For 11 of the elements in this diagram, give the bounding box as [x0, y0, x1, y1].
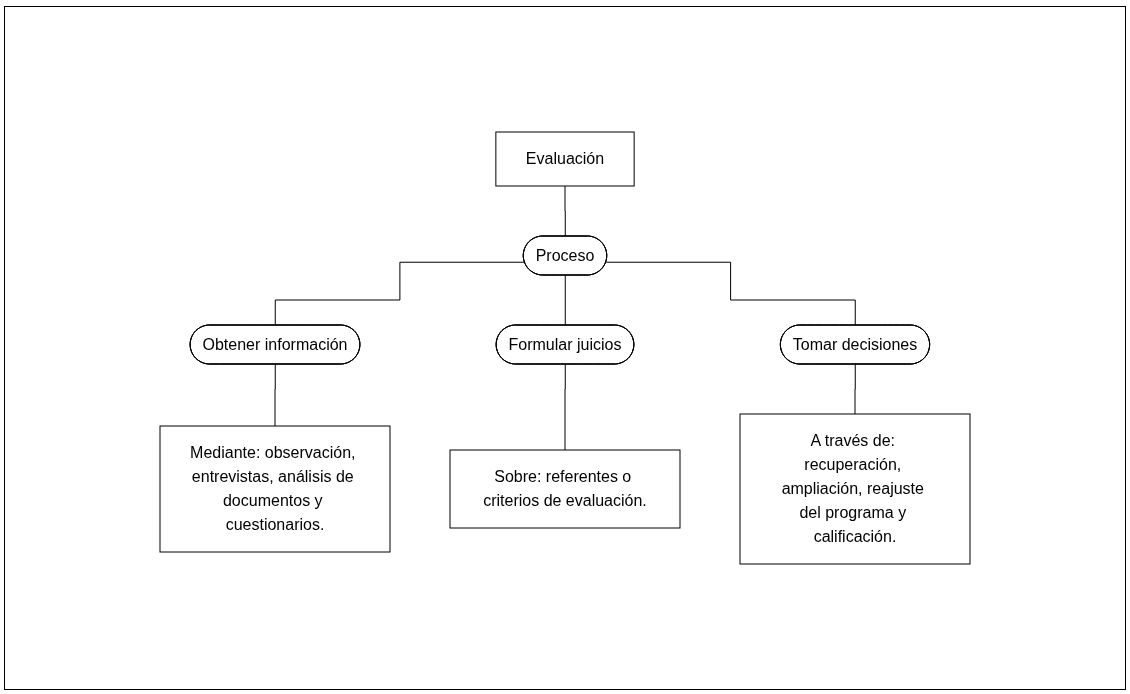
connector	[564, 364, 566, 451]
node-box: Sobre: referentes o criterios de evaluación.	[449, 449, 681, 529]
node-box: Evaluación	[495, 131, 635, 187]
connector	[564, 275, 566, 326]
node-box: A través de: recuperación, ampliación, reajuste del programa y calificación.	[739, 413, 971, 565]
connector	[605, 261, 856, 326]
node-box: Mediante: observación, entrevistas, análisis de documentos y cuestionarios.	[159, 425, 391, 553]
connector	[274, 261, 526, 326]
connector	[564, 185, 566, 237]
connector	[274, 364, 276, 427]
connector	[854, 364, 856, 415]
